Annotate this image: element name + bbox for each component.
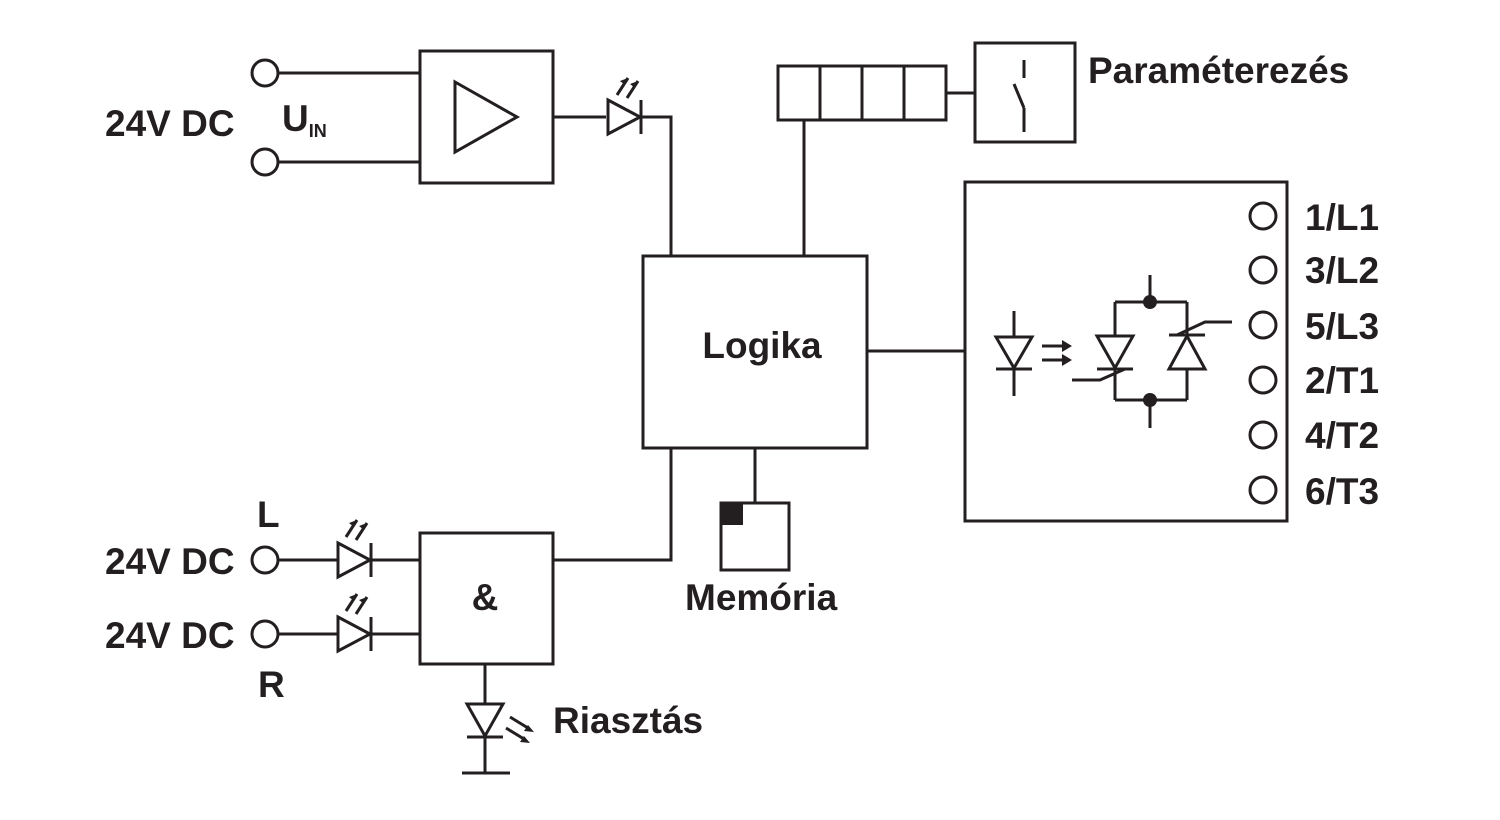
- terminal-label: 5/L3: [1305, 306, 1379, 347]
- led-diode-icon: [336, 519, 374, 580]
- supply-voltage-label: 24V DC: [105, 103, 235, 144]
- terminal-label: 4/T2: [1305, 415, 1379, 456]
- right-input-voltage: 24V DC: [105, 615, 235, 656]
- u-in-label: UIN: [282, 98, 327, 141]
- supply-terminal-minus: [250, 147, 280, 177]
- and-gate-block: &: [418, 531, 555, 666]
- terminal-1-l1: [1248, 201, 1278, 231]
- terminal-5-l3: [1248, 310, 1278, 340]
- left-input-letter: L: [257, 494, 280, 535]
- alarm-led-icon: [464, 702, 534, 743]
- terminal-6-t3: [1248, 475, 1278, 505]
- terminal-label: 3/L2: [1305, 250, 1379, 291]
- terminal-label: 2/T1: [1305, 360, 1379, 401]
- terminal-label: 6/T3: [1305, 471, 1379, 512]
- terminal-4-t2: [1248, 420, 1278, 450]
- left-input-terminal: [250, 545, 280, 575]
- amplifier-triangle-icon: [453, 79, 521, 155]
- dip-switch-block: [776, 64, 948, 122]
- supply-terminal-plus: [250, 58, 280, 88]
- optocoupler-icon: [993, 311, 1072, 396]
- left-input-voltage: 24V DC: [105, 541, 235, 582]
- memory-cell-icon: [719, 501, 791, 572]
- led-diode-icon: [336, 593, 374, 654]
- terminal-2-t1: [1248, 365, 1278, 395]
- output-block: [963, 180, 1289, 523]
- amplifier-block: [418, 49, 555, 185]
- terminal-3-l2: [1248, 255, 1278, 285]
- thyristor-icon: [1072, 275, 1232, 428]
- memory-label: Memória: [685, 577, 838, 618]
- parametrization-label: Paraméterezés: [1088, 50, 1349, 91]
- terminal-label: 1/L1: [1305, 197, 1379, 238]
- right-input-terminal: [250, 619, 280, 649]
- right-input-letter: R: [258, 664, 285, 705]
- supply-input: 24V DC UIN: [105, 58, 420, 177]
- led-diode-icon: [606, 77, 644, 137]
- switch-icon: [973, 41, 1077, 144]
- logic-block: Logika: [641, 254, 869, 450]
- and-gate-label: &: [472, 577, 499, 618]
- logic-label: Logika: [702, 325, 822, 366]
- alarm-label: Riasztás: [553, 700, 703, 741]
